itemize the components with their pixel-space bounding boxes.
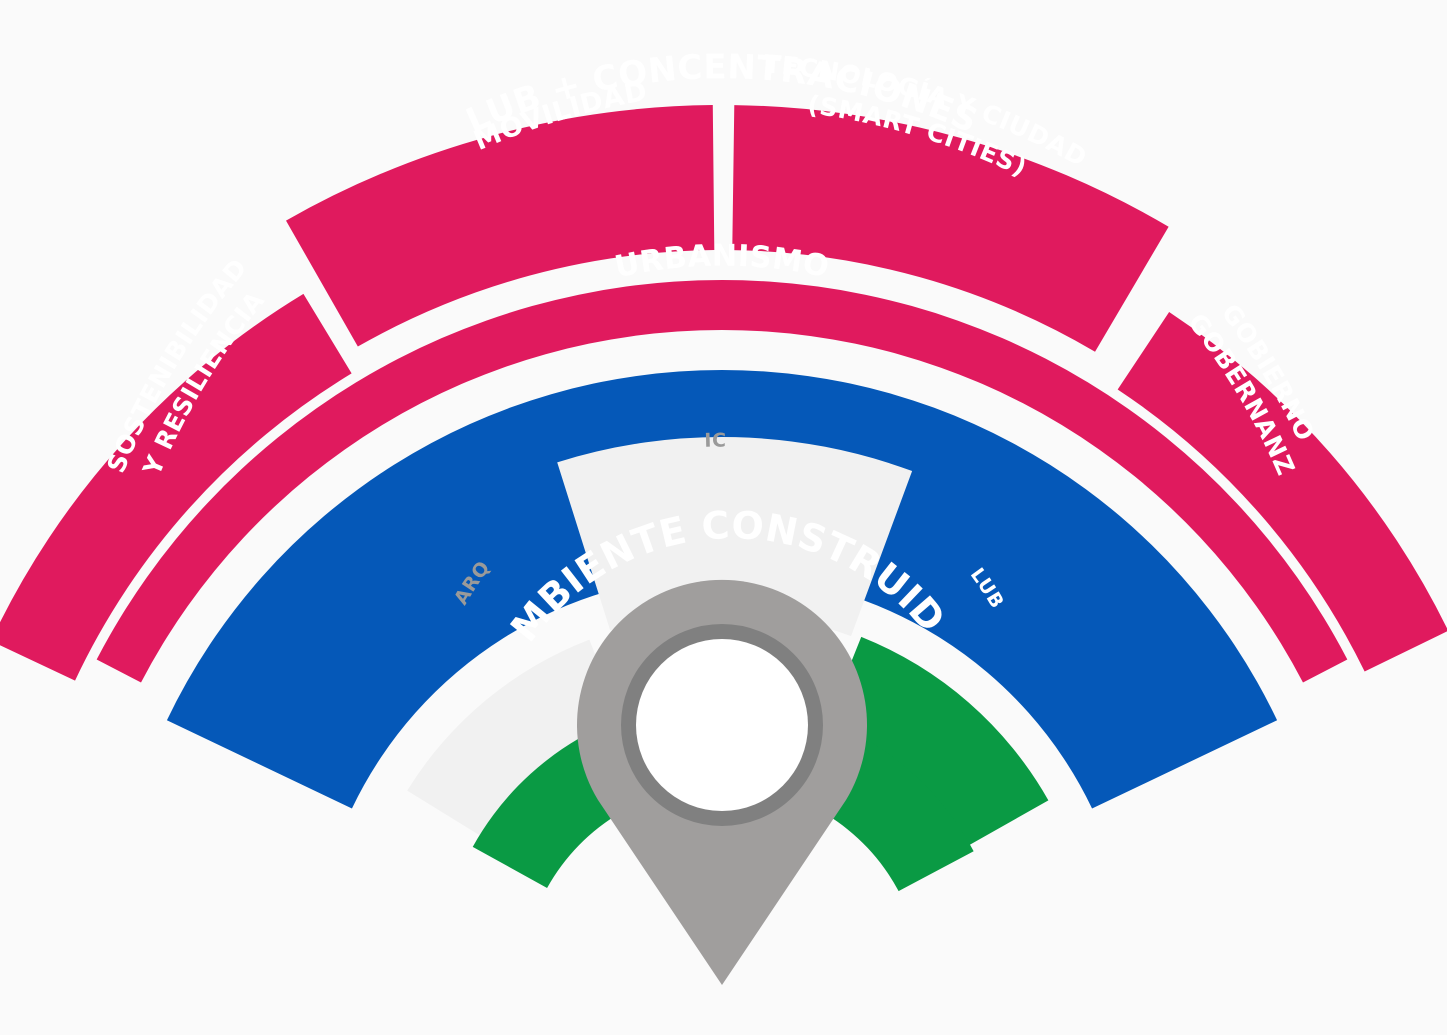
movilidad-segment [286, 105, 715, 347]
outer-ring [0, 105, 1447, 681]
sostenibilidad-segment [0, 293, 352, 681]
arq-segment [407, 639, 626, 845]
urbanismo-ring [166, 370, 1278, 809]
location-pin-icon [577, 579, 867, 985]
ic-segment [557, 436, 913, 637]
lub-inner-segment [822, 636, 1049, 853]
ic-label: IC [704, 429, 727, 451]
tecnologia-segment [732, 105, 1169, 352]
gobierno-segment [1117, 312, 1447, 672]
lub-concentraciones-ring [96, 280, 1348, 683]
